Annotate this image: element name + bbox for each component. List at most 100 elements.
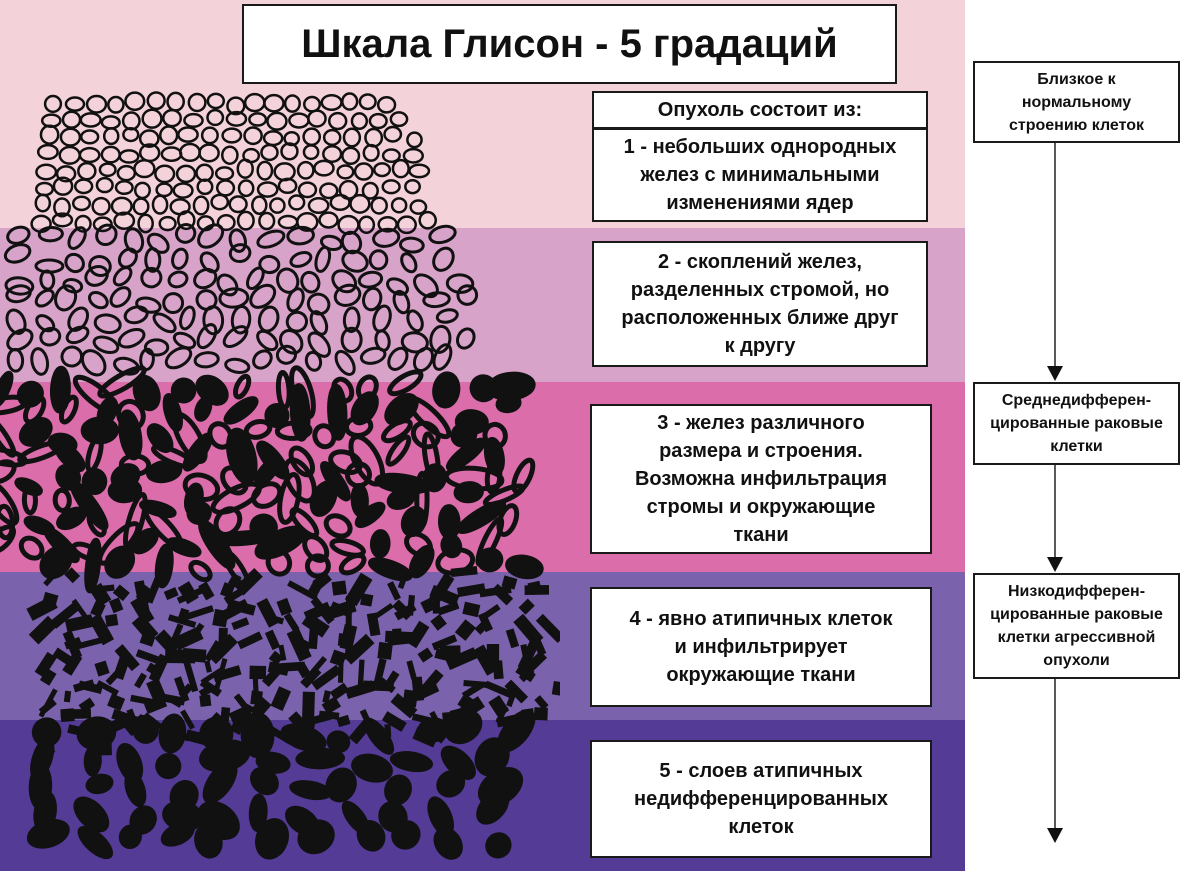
gland-shape <box>341 92 359 111</box>
gland-shape <box>0 370 14 408</box>
atypical-cell <box>237 631 263 650</box>
title-text: Шкала Глисон - 5 градаций <box>301 21 838 66</box>
gland-shape <box>166 537 202 558</box>
atypical-cell <box>305 712 333 726</box>
gland-shape <box>88 255 112 278</box>
gland-shape <box>37 225 64 243</box>
gland-shape <box>511 457 536 495</box>
gland-shape <box>95 176 114 194</box>
gland-shape <box>273 162 296 182</box>
tumor-blob <box>417 717 450 743</box>
gland-shape <box>368 112 388 130</box>
gland-shape <box>251 481 283 509</box>
grade-4-line: окружающие ткани <box>666 664 856 686</box>
atypical-cell <box>331 580 347 596</box>
gland-shape <box>21 484 38 516</box>
gland-shape <box>377 215 398 233</box>
gland-shape <box>182 432 213 472</box>
gland-shape <box>296 160 315 180</box>
atypical-cell <box>287 580 318 601</box>
gland-shape <box>277 177 298 195</box>
gland-shape <box>167 270 189 289</box>
atypical-cell <box>429 572 455 604</box>
gland-shape <box>342 306 361 334</box>
gland-shape <box>288 112 310 129</box>
tumor-blob <box>356 819 386 852</box>
tumor-blob <box>326 730 351 754</box>
atypical-cell <box>178 683 194 699</box>
atypical-cell <box>445 647 479 671</box>
gland-shape <box>258 254 281 275</box>
gland-shape <box>249 283 277 309</box>
atypical-cell <box>384 670 400 688</box>
gland-shape <box>248 112 268 127</box>
gland-shape <box>445 437 487 472</box>
tumor-blob <box>132 714 160 744</box>
atypical-cell <box>94 660 110 677</box>
atypical-cell <box>278 644 287 661</box>
atypical-cell <box>431 634 458 651</box>
gland-shape <box>280 142 299 161</box>
atypical-cell <box>198 683 216 698</box>
atypical-cell <box>64 636 82 650</box>
gland-shape <box>343 414 374 438</box>
atypical-cell <box>220 598 250 621</box>
atypical-cell <box>107 693 126 711</box>
gland-shape <box>302 95 322 113</box>
gland-shape <box>18 416 53 447</box>
atypical-cell <box>199 694 212 707</box>
gland-shape <box>323 513 353 539</box>
gland-shape <box>179 142 201 162</box>
gland-shape <box>172 331 197 350</box>
atypical-cell <box>387 632 420 646</box>
gland-shape <box>309 310 329 336</box>
tumor-blob <box>85 773 114 795</box>
gland-shape <box>275 370 292 411</box>
atypical-cell <box>387 581 401 601</box>
gland-shape <box>79 129 100 145</box>
gland-shape <box>387 346 409 371</box>
gland-shape <box>312 423 337 450</box>
gland-shape <box>35 163 58 181</box>
tumor-blob <box>295 747 346 770</box>
gland-shape <box>100 115 121 130</box>
atypical-cell <box>96 680 120 696</box>
gland-shape <box>408 544 435 579</box>
atypical-cell <box>518 598 535 615</box>
scale-line: Близкое к <box>1037 70 1116 88</box>
gland-shape <box>387 369 424 397</box>
gland-shape <box>350 112 369 131</box>
gland-shape <box>92 335 120 355</box>
atypical-cell <box>321 696 342 715</box>
atypical-cell <box>64 614 94 633</box>
gland-shape <box>228 243 252 264</box>
gland-shape <box>175 164 197 184</box>
atypical-cell <box>134 672 147 689</box>
gland-shape <box>361 181 379 200</box>
gland-shape <box>170 377 197 404</box>
atypical-cell <box>329 649 347 667</box>
gland-shape <box>216 273 239 297</box>
gland-shape <box>51 212 74 228</box>
grade-3-line: размера и строения. <box>659 440 863 462</box>
atypical-cell <box>26 595 58 621</box>
gland-shape <box>349 193 371 214</box>
tumor-blob <box>363 717 395 755</box>
gland-shape <box>61 110 82 129</box>
gland-shape <box>143 338 170 357</box>
gland-shape <box>188 559 213 583</box>
atypical-cell <box>176 587 204 604</box>
gland-shape <box>98 162 117 178</box>
gland-shape <box>121 111 141 131</box>
grade-2-line: 2 - скоплений желез, <box>658 251 862 273</box>
atypical-cell <box>533 707 548 721</box>
header-text: Опухоль состоит из: <box>657 98 863 121</box>
gland-shape <box>260 143 279 162</box>
gland-shape <box>132 374 161 412</box>
gland-shape <box>236 210 255 231</box>
tumor-blob <box>433 827 463 860</box>
grade-1-line: 1 - небольших однородных <box>623 136 897 158</box>
gland-shape <box>65 325 90 345</box>
tumor-blob <box>116 742 144 783</box>
gland-shape <box>124 91 146 112</box>
